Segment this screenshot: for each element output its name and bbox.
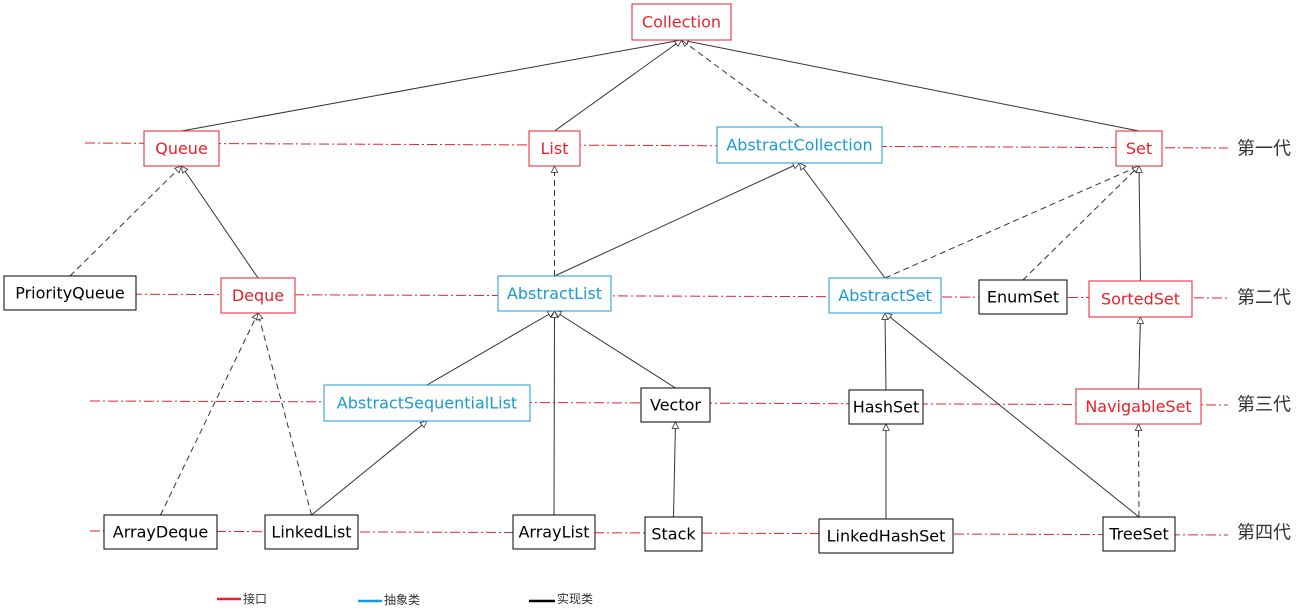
node-label-stack: Stack — [651, 525, 696, 544]
node-label-sortedset: SortedSet — [1101, 290, 1180, 309]
node-label-list: List — [541, 139, 569, 158]
edge-stack-to-vector — [674, 422, 676, 518]
node-vector: Vector — [640, 387, 711, 423]
generation-label-3: 第三代 — [1237, 395, 1291, 416]
edge-arraydeque-to-deque — [160, 313, 259, 516]
node-stack: Stack — [644, 516, 703, 552]
node-label-arraydeque: ArrayDeque — [113, 523, 208, 542]
edge-treeset-to-abstractset — [885, 313, 1140, 518]
node-label-abstractlist: AbstractList — [507, 284, 602, 303]
node-sortedset: SortedSet — [1088, 280, 1193, 318]
edge-deque-to-queue — [182, 166, 259, 279]
edge-queue-to-collection — [181, 40, 682, 132]
edge-set-to-collection — [682, 40, 1140, 132]
node-abstractset: AbstractSet — [828, 277, 942, 314]
edge-linkedlist-to-deque — [258, 313, 312, 516]
node-label-navigableset: NavigableSet — [1085, 397, 1191, 416]
edge-arraylist-to-abstractlist — [554, 311, 555, 516]
node-label-set: Set — [1126, 139, 1152, 158]
node-deque: Deque — [220, 277, 296, 314]
node-linkedlist: LinkedList — [264, 514, 359, 550]
generation-label-1: 第一代 — [1237, 139, 1291, 160]
edge-abstractlist-to-abstractcollection — [554, 163, 800, 277]
legend-label-interface: 接口 — [243, 591, 267, 606]
node-label-queue: Queue — [155, 139, 208, 158]
legend: 接口 抽象类 实现类 — [217, 591, 593, 607]
node-set: Set — [1115, 130, 1163, 167]
legend-item-interface: 接口 — [217, 591, 267, 606]
edge-hashset-to-abstractset — [885, 313, 886, 391]
node-navigableset: NavigableSet — [1075, 388, 1202, 425]
node-label-priorityqueue: PriorityQueue — [15, 284, 125, 303]
edge-list-to-collection — [554, 40, 682, 132]
edge-enumset-to-set — [1022, 166, 1139, 281]
node-arraylist: ArrayList — [512, 514, 596, 550]
node-label-abstractset: AbstractSet — [838, 286, 931, 305]
node-abstractsequentiallist: AbstractSequentialList — [323, 384, 531, 422]
edge-abstractcollection-to-collection — [682, 40, 800, 128]
node-collection: Collection — [631, 3, 732, 41]
node-linkedhashset: LinkedHashSet — [818, 518, 954, 554]
node-label-arraylist: ArrayList — [518, 523, 589, 542]
node-label-vector: Vector — [650, 396, 701, 415]
edge-abstractsequentiallist-to-abstractlist — [426, 311, 555, 386]
node-label-linkedlist: LinkedList — [271, 523, 351, 542]
edge-linkedlist-to-abstractsequentiallist — [311, 421, 428, 516]
node-label-treeset: TreeSet — [1108, 525, 1169, 544]
node-label-collection: Collection — [642, 13, 721, 32]
edge-treeset-to-navigableset — [1139, 424, 1140, 518]
legend-item-abstract: 抽象类 — [358, 593, 420, 607]
node-label-enumset: EnumSet — [987, 288, 1059, 307]
node-label-hashset: HashSet — [853, 398, 920, 417]
class-nodes: Collection Queue List AbstractCollection… — [3, 3, 1202, 554]
inheritance-edges — [69, 40, 1141, 519]
node-label-deque: Deque — [232, 286, 284, 305]
generation-label-2: 第二代 — [1237, 288, 1291, 309]
node-enumset: EnumSet — [978, 279, 1068, 315]
generation-label-4: 第四代 — [1237, 523, 1291, 544]
edge-sortedset-to-set — [1139, 166, 1141, 282]
edge-abstractset-to-abstractcollection — [800, 163, 886, 279]
node-label-abstractsequentiallist: AbstractSequentialList — [337, 394, 517, 413]
node-label-abstractcollection: AbstractCollection — [726, 136, 872, 155]
node-abstractcollection: AbstractCollection — [716, 126, 883, 164]
generation-labels: 第一代 第二代 第三代 第四代 — [1237, 139, 1291, 544]
edge-vector-to-abstractlist — [555, 311, 676, 389]
node-treeset: TreeSet — [1102, 516, 1176, 552]
edge-priorityqueue-to-queue — [69, 166, 182, 277]
legend-label-abstract: 抽象类 — [384, 593, 420, 607]
node-arraydeque: ArrayDeque — [103, 514, 218, 550]
node-queue: Queue — [143, 130, 220, 167]
node-abstractlist: AbstractList — [497, 275, 612, 312]
node-list: List — [528, 130, 581, 167]
edge-abstractset-to-set — [884, 166, 1139, 279]
node-hashset: HashSet — [848, 389, 924, 425]
generation-line-3 — [89, 400, 1229, 406]
legend-label-concrete: 实现类 — [557, 591, 593, 606]
edge-navigableset-to-sortedset — [1139, 317, 1141, 390]
generation-line-1 — [84, 142, 1229, 149]
node-label-linkedhashset: LinkedHashSet — [827, 527, 946, 546]
node-priorityqueue: PriorityQueue — [3, 275, 137, 311]
generation-lines — [59, 142, 1229, 536]
legend-item-concrete: 实现类 — [529, 591, 593, 606]
